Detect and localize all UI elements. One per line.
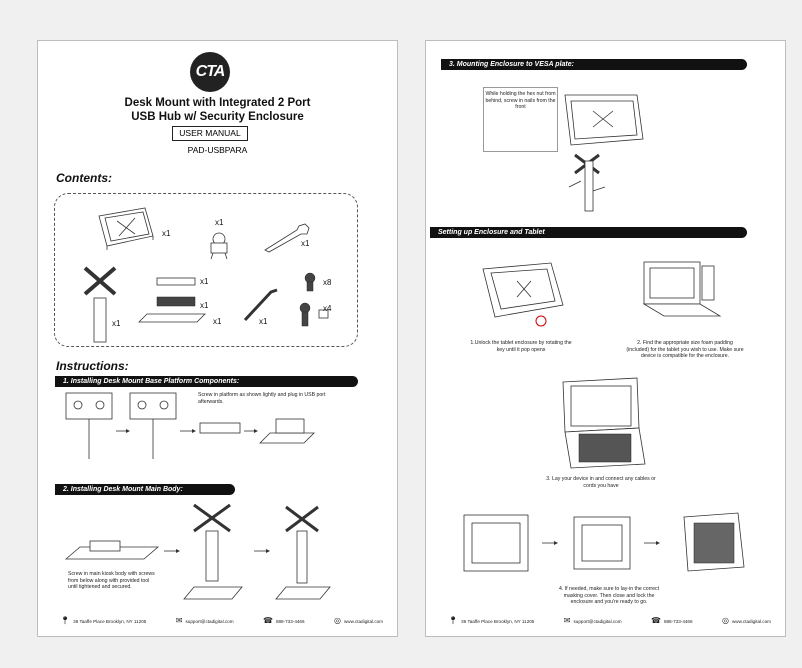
location-pin-icon: 📍︎ (448, 616, 459, 625)
footer-address: 📍︎36 Taaffe Place Brooklyn, NY 11205 (448, 616, 535, 625)
close-lock-illustrations (463, 512, 745, 572)
hex-key-illustration (243, 288, 278, 322)
globe-icon: ◎ (333, 616, 341, 625)
step1-note: Screw in platform as shown lightly and p… (198, 392, 326, 405)
title-line-1: Desk Mount with Integrated 2 Port (124, 97, 311, 109)
step2-header: 2. Installing Desk Mount Main Body: (55, 484, 235, 495)
phone-icon: ☎ (650, 616, 661, 625)
usb-hub-illustration (156, 277, 196, 286)
footer-address: 📍︎36 Taaffe Place Brooklyn, NY 11205 (60, 616, 147, 625)
caption-step3: 3. Lay your device in and connect any ca… (546, 476, 656, 489)
qty-wrench: x1 (301, 239, 310, 248)
qty-screws-large: x4 (323, 304, 332, 313)
caption-step1: 1.Unlock the tablet enclosure by rotatin… (470, 340, 572, 353)
instructions-heading: Instructions: (56, 359, 129, 373)
footer-email: ✉support@ctadigital.com (175, 616, 234, 625)
qty-hub: x1 (200, 277, 209, 286)
qty-clamp: x1 (215, 218, 224, 227)
step2-note: Screw in main kiosk body with screws fro… (68, 571, 155, 590)
contents-heading: Contents: (56, 171, 112, 185)
footer-phone: ☎888-733-4466 (650, 616, 693, 625)
step1-header: 1. Installing Desk Mount Base Platform C… (55, 376, 358, 387)
step3-illustration (564, 94, 644, 212)
small-screw-illustration (304, 272, 316, 292)
manual-page-left: CTA Desk Mount with Integrated 2 Port US… (37, 40, 398, 637)
qty-vesa-plate: x1 (112, 319, 121, 328)
user-manual-label: USER MANUAL (172, 126, 248, 141)
lay-device-illustration (562, 377, 646, 469)
caption-step2: 2. Find the appropriate size foam paddin… (626, 340, 744, 359)
manual-page-right: 3. Mounting Enclosure to VESA plate: Whi… (425, 40, 786, 637)
clamp-illustration (210, 232, 228, 260)
qty-plate: x1 (213, 317, 222, 326)
wrench-illustration (264, 223, 310, 253)
enclosure-illustration (98, 207, 154, 250)
footer-email: ✉support@ctadigital.com (563, 616, 622, 625)
footer-website: ◎www.ctadigital.com (721, 616, 771, 625)
base-illustration (156, 296, 196, 307)
caption-step4: 4. If needed, make sure to lay-in the co… (558, 586, 660, 605)
qty-screws-small: x8 (323, 278, 332, 287)
contents-box: x1 x1 x1 x1 x1 (54, 193, 358, 347)
model-number: PAD-USBPARA (187, 145, 248, 155)
qty-base: x1 (200, 301, 209, 310)
step3-callout-box (483, 87, 558, 152)
vesa-pole-illustration (83, 266, 117, 343)
cta-logo: CTA (190, 52, 230, 92)
envelope-icon: ✉ (563, 616, 571, 625)
phone-icon: ☎ (262, 616, 273, 625)
footer-right: 📍︎36 Taaffe Place Brooklyn, NY 11205 ✉su… (448, 616, 771, 626)
footer-phone: ☎888-733-4466 (262, 616, 305, 625)
envelope-icon: ✉ (175, 616, 183, 625)
location-pin-icon: 📍︎ (60, 616, 71, 625)
step3-header: 3. Mounting Enclosure to VESA plate: (441, 59, 747, 70)
step1-illustrations (65, 392, 315, 459)
setup-header: Setting up Enclosure and Tablet (430, 227, 747, 238)
unlock-enclosure-illustration (482, 262, 564, 327)
footer-left: 📍︎36 Taaffe Place Brooklyn, NY 11205 ✉su… (60, 616, 383, 626)
footer-website: ◎www.ctadigital.com (333, 616, 383, 625)
step3-callout-text: While holding the hex nut from behind, s… (485, 91, 556, 110)
step2-illustrations (64, 503, 331, 600)
globe-icon: ◎ (721, 616, 729, 625)
large-screw-illustration (299, 302, 329, 327)
qty-hex-key: x1 (259, 317, 268, 326)
platform-plate-illustration (138, 313, 206, 323)
product-title: Desk Mount with Integrated 2 Port USB Hu… (38, 96, 397, 124)
qty-enclosure: x1 (162, 229, 171, 238)
title-line-2: USB Hub w/ Security Enclosure (131, 111, 304, 123)
foam-padding-illustration (642, 261, 722, 317)
